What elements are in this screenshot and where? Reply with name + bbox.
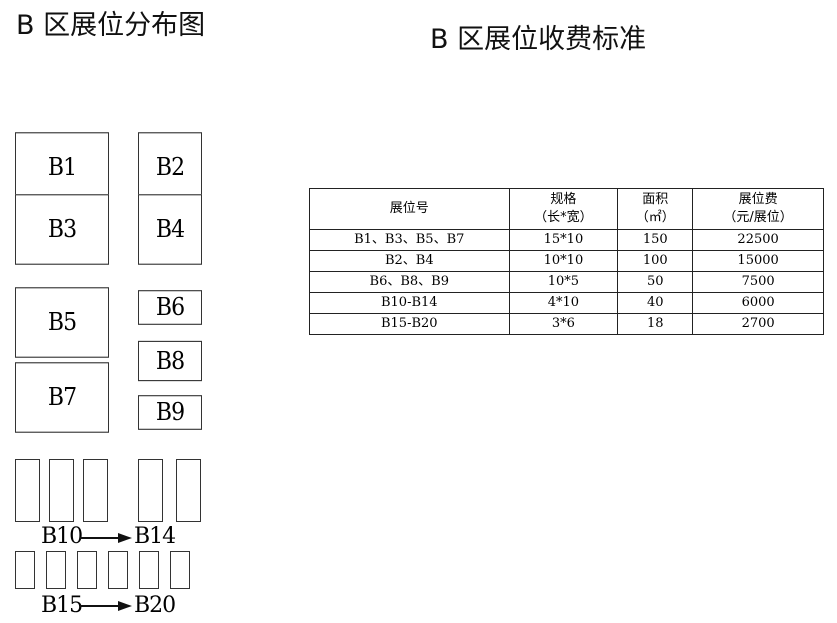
range-b15-start-label: B15 <box>41 593 83 618</box>
booth-b4: B4 <box>138 194 202 265</box>
header-area-text: 面积 <box>642 192 669 207</box>
cell-booths: B2、B4 <box>309 250 510 272</box>
range-b10-b14-arrow <box>80 533 132 543</box>
booth-b20 <box>170 551 190 589</box>
cell-area: 150 <box>617 229 694 251</box>
booth-b15 <box>15 551 35 589</box>
booth-b6-label: B6 <box>155 293 185 322</box>
header-fee-text: 展位费 <box>738 192 778 207</box>
cell-area: 50 <box>617 271 694 293</box>
header-fee: 展位费 （元/展位） <box>692 188 824 230</box>
cell-spec: 3*6 <box>508 313 619 335</box>
booth-b9-label: B9 <box>155 398 185 427</box>
map-title: B 区展位分布图 <box>16 10 206 41</box>
range-b10-start-label: B10 <box>41 524 83 549</box>
range-b14-end-label: B14 <box>134 524 176 549</box>
fee-table: 展位号 规格 （长*宽） 面积 （㎡） 展位费 （元/展位） B1、B3、B5、B7 … <box>309 188 824 335</box>
booth-b17 <box>77 551 97 589</box>
header-area-unit: （㎡） <box>635 210 675 225</box>
table-row: B15-B20 3*6 18 2700 <box>309 313 824 335</box>
cell-fee: 6000 <box>692 292 824 314</box>
table-row: B1、B3、B5、B7 15*10 150 22500 <box>309 229 824 251</box>
cell-booths: B10-B14 <box>309 292 510 314</box>
booth-b11 <box>49 459 74 522</box>
cell-fee: 7500 <box>692 271 824 293</box>
cell-booths: B15-B20 <box>309 313 510 335</box>
header-fee-unit: （元/展位） <box>723 210 793 225</box>
header-spec-text: 规格 <box>550 192 577 207</box>
booth-b2: B2 <box>138 132 202 203</box>
cell-booths: B6、B8、B9 <box>309 271 510 293</box>
booth-b13 <box>138 459 163 522</box>
booth-b1: B1 <box>15 132 109 203</box>
cell-area: 100 <box>617 250 694 272</box>
booth-b7-label: B7 <box>47 383 77 412</box>
booth-b5-label: B5 <box>47 308 77 337</box>
booth-b3-label: B3 <box>47 215 77 244</box>
cell-fee: 22500 <box>692 229 824 251</box>
table-row: B2、B4 10*10 100 15000 <box>309 250 824 272</box>
booth-b5: B5 <box>15 287 109 358</box>
cell-area: 18 <box>617 313 694 335</box>
fee-table-title: B 区展位收费标准 <box>430 24 647 55</box>
table-row: B10-B14 4*10 40 6000 <box>309 292 824 314</box>
table-row: B6、B8、B9 10*5 50 7500 <box>309 271 824 293</box>
booth-b18 <box>108 551 128 589</box>
cell-fee: 2700 <box>692 313 824 335</box>
cell-spec: 10*10 <box>508 250 619 272</box>
booth-b1-label: B1 <box>47 153 77 182</box>
booth-b19 <box>139 551 159 589</box>
booth-b4-label: B4 <box>155 215 185 244</box>
booth-b10 <box>15 459 40 522</box>
booth-b9: B9 <box>138 395 202 430</box>
booth-b16 <box>46 551 66 589</box>
cell-booths: B1、B3、B5、B7 <box>309 229 510 251</box>
fee-table-header-row: 展位号 规格 （长*宽） 面积 （㎡） 展位费 （元/展位） <box>309 188 824 230</box>
header-spec: 规格 （长*宽） <box>508 188 619 230</box>
cell-fee: 15000 <box>692 250 824 272</box>
cell-area: 40 <box>617 292 694 314</box>
cell-spec: 10*5 <box>508 271 619 293</box>
booth-b8-label: B8 <box>155 347 185 375</box>
header-booth-no-text: 展位号 <box>389 201 429 216</box>
header-booth-no: 展位号 <box>309 188 510 230</box>
booth-b7: B7 <box>15 362 109 433</box>
booth-b12 <box>83 459 108 522</box>
cell-spec: 15*10 <box>508 229 619 251</box>
header-spec-unit: （长*宽） <box>534 210 593 225</box>
range-b15-b20-arrow <box>80 601 132 611</box>
cell-spec: 4*10 <box>508 292 619 314</box>
header-area: 面积 （㎡） <box>617 188 694 230</box>
booth-b2-label: B2 <box>155 153 185 182</box>
booth-b14 <box>176 459 201 522</box>
booth-b6: B6 <box>138 290 202 325</box>
range-b20-end-label: B20 <box>134 593 176 618</box>
booth-b8: B8 <box>138 340 202 382</box>
booth-b3: B3 <box>15 194 109 265</box>
